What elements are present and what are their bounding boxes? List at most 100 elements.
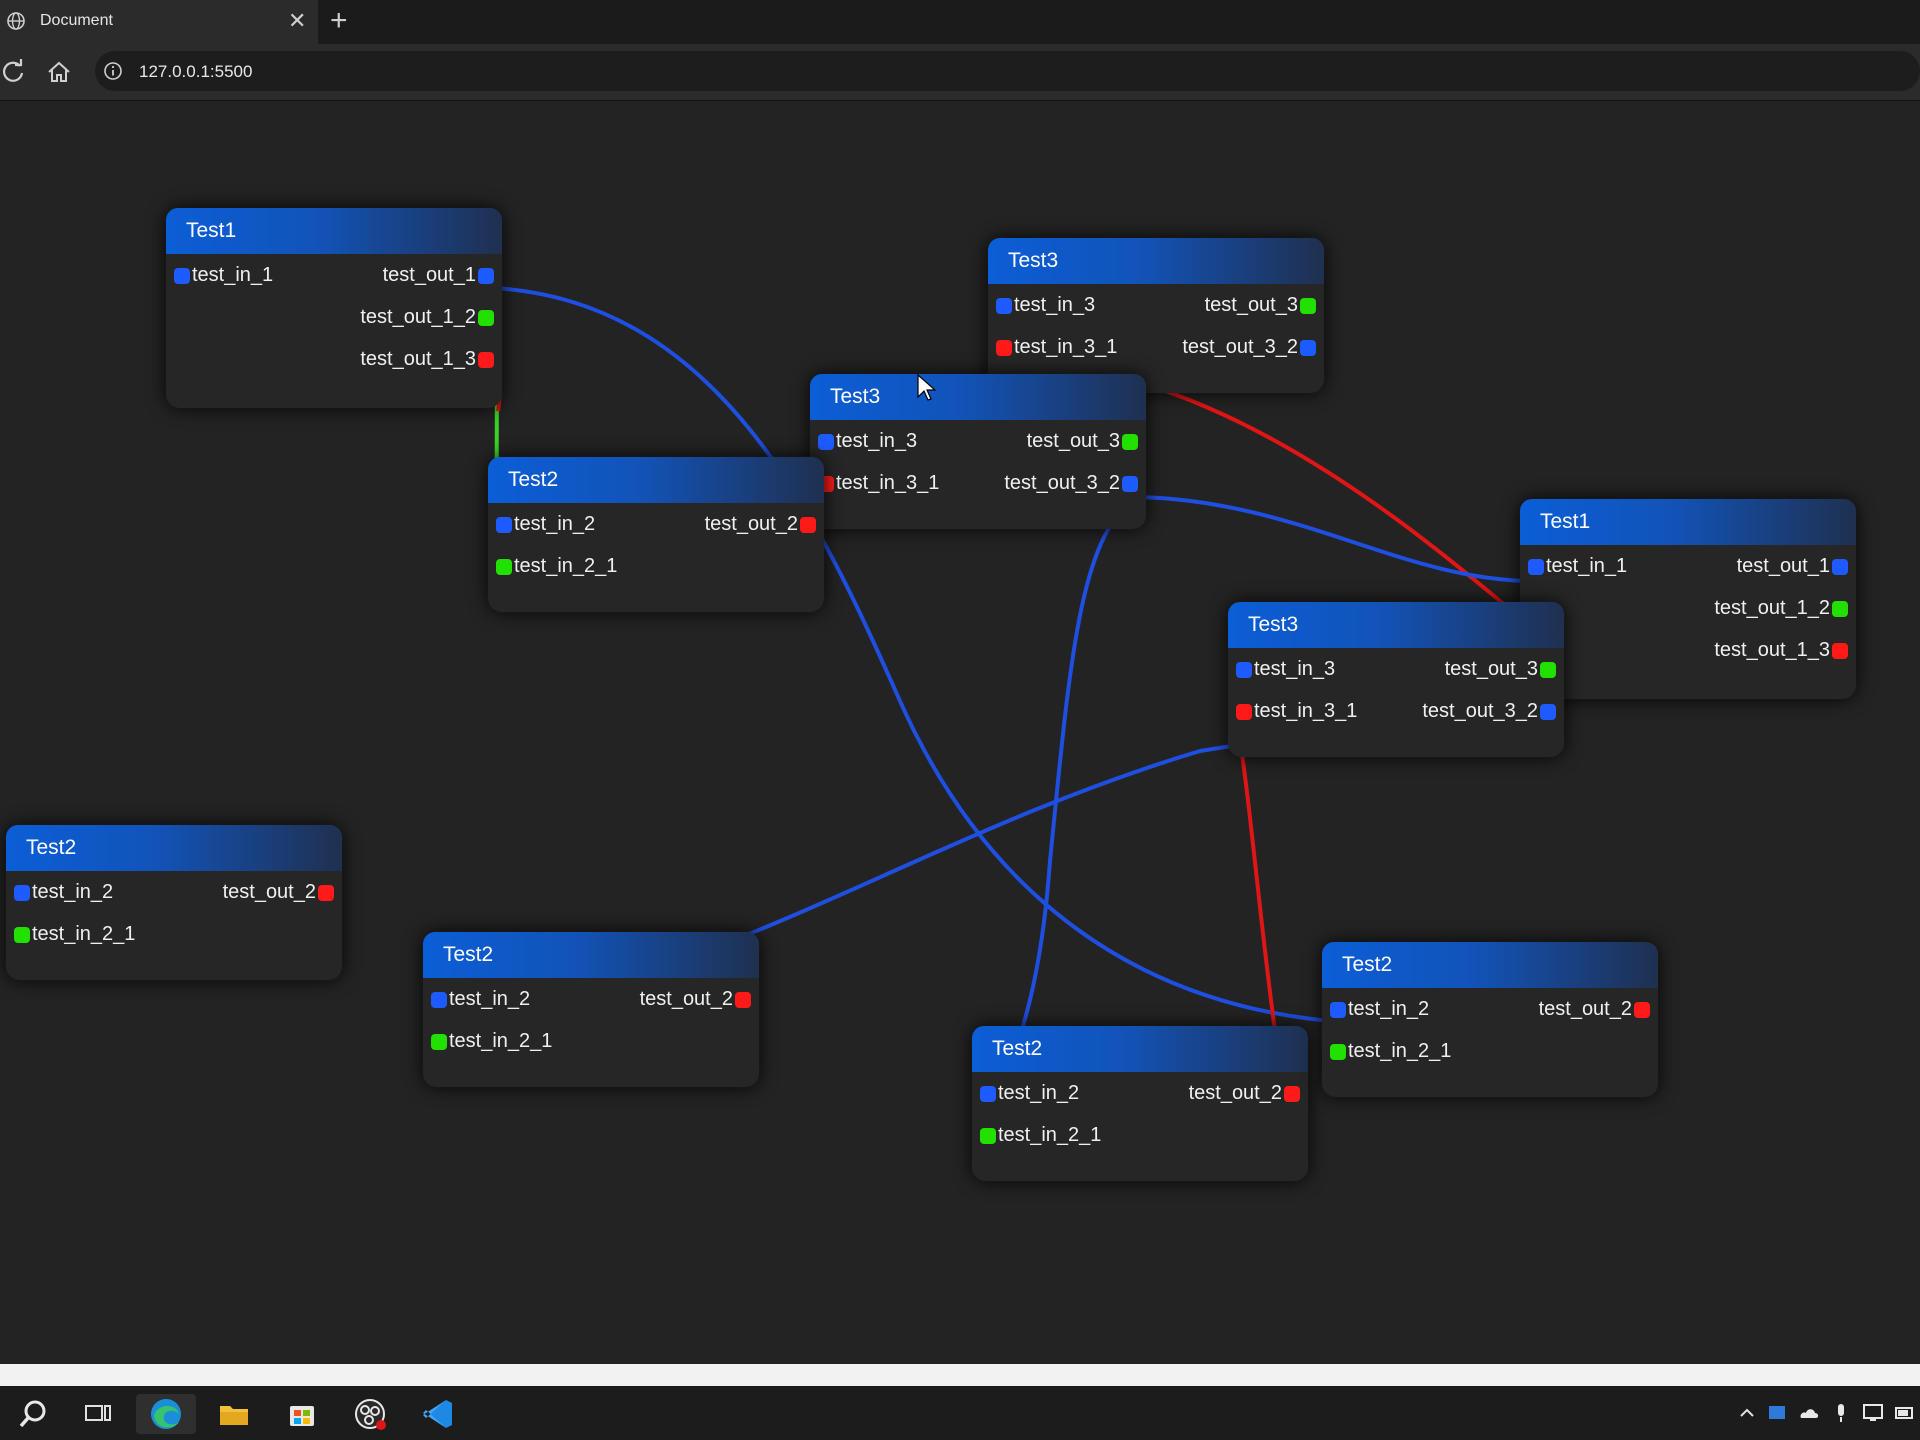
port-dot[interactable]	[1634, 1002, 1650, 1018]
output-port[interactable]: test_out_1	[383, 264, 494, 287]
node-title[interactable]: Test3	[1228, 602, 1564, 648]
input-port[interactable]: test_in_3_1	[1236, 700, 1357, 723]
port-dot[interactable]	[1236, 704, 1252, 720]
node-test1[interactable]: Test1 test_in_1 test_out_1 test_out_1_2 …	[1520, 499, 1856, 699]
chevron-up-icon[interactable]	[1736, 1402, 1758, 1424]
port-dot[interactable]	[1122, 434, 1138, 450]
node-test2[interactable]: Test2 test_in_2 test_in_2_1 test_out_2	[423, 932, 759, 1087]
output-port[interactable]: test_out_3_2	[1422, 700, 1556, 723]
new-tab-button[interactable]: +	[330, 4, 348, 37]
node-editor-canvas[interactable]: Test1 test_in_1 test_out_1 test_out_1_2 …	[0, 101, 1920, 1364]
port-dot[interactable]	[1330, 1002, 1346, 1018]
output-port[interactable]: test_out_2	[223, 881, 334, 904]
node-test2[interactable]: Test2 test_in_2 test_in_2_1 test_out_2	[1322, 942, 1658, 1097]
node-title[interactable]: Test2	[488, 457, 824, 503]
vscode-icon[interactable]	[418, 1394, 458, 1434]
port-dot[interactable]	[496, 517, 512, 533]
port-dot[interactable]	[1540, 704, 1556, 720]
monitor-icon[interactable]	[1862, 1402, 1884, 1424]
port-dot[interactable]	[14, 885, 30, 901]
onedrive-icon[interactable]	[1798, 1402, 1820, 1424]
node-title[interactable]: Test2	[6, 825, 342, 871]
input-port[interactable]: test_in_2_1	[496, 555, 617, 578]
output-port[interactable]: test_out_2	[705, 513, 816, 536]
output-port[interactable]: test_out_3_2	[1182, 336, 1316, 359]
output-port[interactable]: test_out_2	[1189, 1082, 1300, 1105]
input-port[interactable]: test_in_2_1	[14, 923, 135, 946]
input-port[interactable]: test_in_2	[496, 513, 595, 536]
output-port[interactable]: test_out_3_2	[1004, 472, 1138, 495]
input-port[interactable]: test_in_2	[431, 988, 530, 1011]
port-dot[interactable]	[996, 340, 1012, 356]
input-port[interactable]: test_in_1	[1528, 555, 1627, 578]
info-icon[interactable]	[103, 61, 123, 81]
node-test1[interactable]: Test1 test_in_1 test_out_1 test_out_1_2 …	[166, 208, 502, 408]
output-port[interactable]: test_out_3	[1205, 294, 1316, 317]
node-title[interactable]: Test1	[1520, 499, 1856, 545]
address-field[interactable]: 127.0.0.1:5500	[95, 51, 1920, 91]
input-port[interactable]: test_in_3_1	[818, 472, 939, 495]
port-dot[interactable]	[1540, 662, 1556, 678]
node-title[interactable]: Test2	[423, 932, 759, 978]
port-dot[interactable]	[1832, 559, 1848, 575]
output-port[interactable]: test_out_1_2	[360, 306, 494, 329]
port-dot[interactable]	[1236, 662, 1252, 678]
port-dot[interactable]	[431, 992, 447, 1008]
node-test3[interactable]: Test3 test_in_3 test_in_3_1 test_out_3 t…	[988, 238, 1324, 393]
port-dot[interactable]	[980, 1086, 996, 1102]
node-test3[interactable]: Test3 test_in_3 test_in_3_1 test_out_3 t…	[1228, 602, 1564, 757]
input-port[interactable]: test_in_2_1	[980, 1124, 1101, 1147]
store-icon[interactable]	[282, 1394, 322, 1434]
port-dot[interactable]	[14, 927, 30, 943]
port-dot[interactable]	[800, 517, 816, 533]
tab-document[interactable]: Document ✕	[0, 0, 318, 44]
node-title[interactable]: Test2	[972, 1026, 1308, 1072]
home-icon[interactable]	[45, 58, 73, 86]
node-title[interactable]: Test3	[988, 238, 1324, 284]
file-explorer-icon[interactable]	[214, 1394, 254, 1434]
output-port[interactable]: test_out_1_3	[1714, 639, 1848, 662]
port-dot[interactable]	[318, 885, 334, 901]
output-port[interactable]: test_out_2	[1539, 998, 1650, 1021]
input-port[interactable]: test_in_2	[1330, 998, 1429, 1021]
output-port[interactable]: test_out_3	[1027, 430, 1138, 453]
output-port[interactable]: test_out_3	[1445, 658, 1556, 681]
output-port[interactable]: test_out_2	[640, 988, 751, 1011]
port-dot[interactable]	[1122, 476, 1138, 492]
port-dot[interactable]	[735, 992, 751, 1008]
output-port[interactable]: test_out_1_3	[360, 348, 494, 371]
input-port[interactable]: test_in_3	[1236, 658, 1335, 681]
port-dot[interactable]	[478, 352, 494, 368]
port-dot[interactable]	[478, 268, 494, 284]
port-dot[interactable]	[1832, 643, 1848, 659]
port-dot[interactable]	[174, 268, 190, 284]
port-dot[interactable]	[980, 1128, 996, 1144]
input-port[interactable]: test_in_2	[14, 881, 113, 904]
port-dot[interactable]	[818, 434, 834, 450]
node-title[interactable]: Test2	[1322, 942, 1658, 988]
node-test2[interactable]: Test2 test_in_2 test_in_2_1 test_out_2	[972, 1026, 1308, 1181]
node-test2[interactable]: Test2 test_in_2 test_in_2_1 test_out_2	[6, 825, 342, 980]
input-port[interactable]: test_in_3	[818, 430, 917, 453]
port-dot[interactable]	[496, 559, 512, 575]
node-title[interactable]: Test1	[166, 208, 502, 254]
port-dot[interactable]	[1330, 1044, 1346, 1060]
output-port[interactable]: test_out_1	[1737, 555, 1848, 578]
input-port[interactable]: test_in_3	[996, 294, 1095, 317]
port-dot[interactable]	[1832, 601, 1848, 617]
battery-icon[interactable]	[1894, 1402, 1916, 1424]
node-test3[interactable]: Test3 test_in_3 test_in_3_1 test_out_3 t…	[810, 374, 1146, 529]
port-dot[interactable]	[1300, 298, 1316, 314]
close-tab-icon[interactable]: ✕	[288, 8, 307, 33]
port-dot[interactable]	[431, 1034, 447, 1050]
node-test2[interactable]: Test2 test_in_2 test_in_2_1 test_out_2	[488, 457, 824, 612]
port-dot[interactable]	[1284, 1086, 1300, 1102]
defender-icon[interactable]	[1766, 1402, 1788, 1424]
obs-icon[interactable]	[350, 1394, 390, 1434]
port-dot[interactable]	[1528, 559, 1544, 575]
output-port[interactable]: test_out_1_2	[1714, 597, 1848, 620]
input-port[interactable]: test_in_2_1	[431, 1030, 552, 1053]
port-dot[interactable]	[478, 310, 494, 326]
microphone-icon[interactable]	[1830, 1402, 1852, 1424]
search-icon[interactable]	[14, 1394, 54, 1434]
